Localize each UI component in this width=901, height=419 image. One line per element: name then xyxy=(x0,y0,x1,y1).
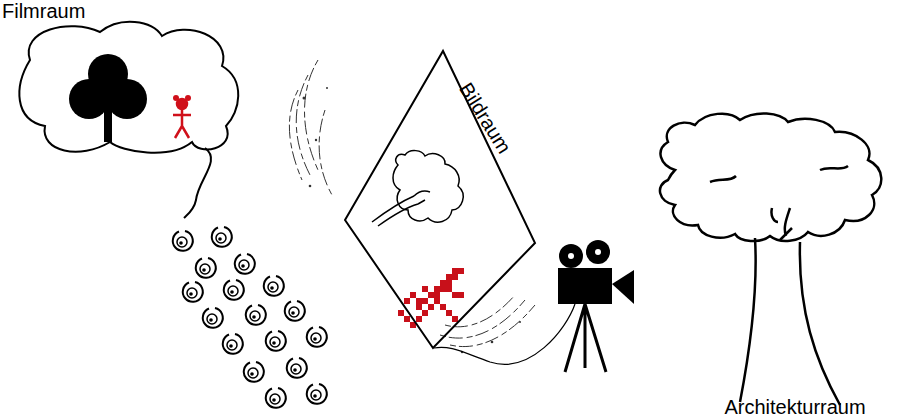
space-label: Architekturraum xyxy=(725,396,866,418)
audience xyxy=(173,227,327,408)
node-outline xyxy=(640,110,901,419)
thought-line xyxy=(184,148,211,218)
cloud-space: Filmraum xyxy=(0,0,245,158)
figure-symbol xyxy=(173,95,191,138)
node-outline xyxy=(340,45,540,355)
node-outline xyxy=(0,0,245,158)
camera-symbol xyxy=(434,240,634,372)
sketch-tree xyxy=(372,151,463,226)
image-plane: Bildraum xyxy=(340,45,540,355)
space-label: Bildraum xyxy=(455,79,515,158)
tree-space: Architekturraum xyxy=(640,110,901,419)
space-label: Filmraum xyxy=(2,0,85,22)
tree-symbol xyxy=(69,54,147,142)
pixel-figure xyxy=(398,268,464,328)
